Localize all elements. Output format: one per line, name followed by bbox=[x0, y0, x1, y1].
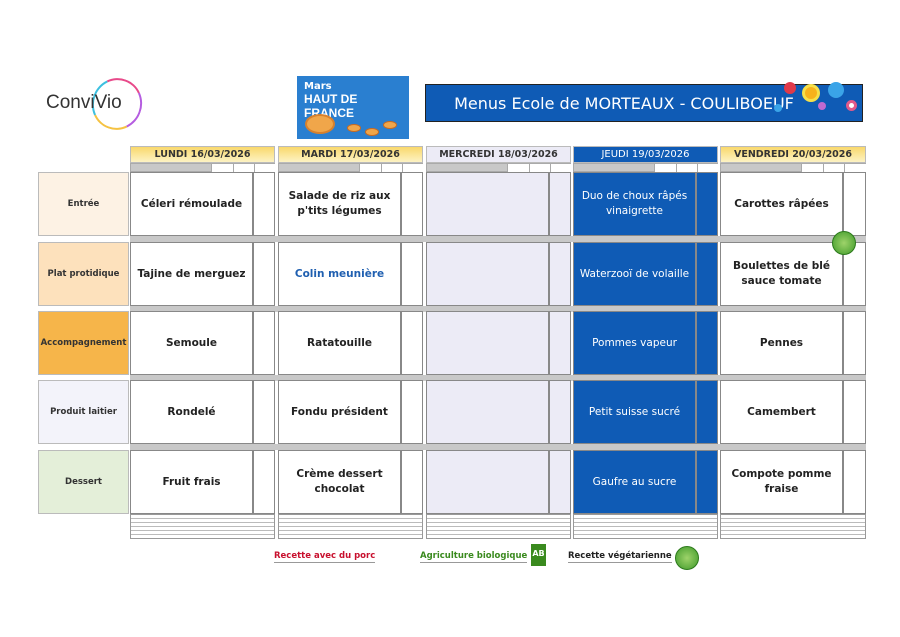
menu-cell: Pennes bbox=[720, 311, 843, 375]
legend-vegetarian: Recette végétarienne bbox=[568, 551, 672, 563]
vegetarian-icon bbox=[832, 231, 856, 255]
day-header-mardi: MARDI 17/03/2026 bbox=[278, 146, 423, 163]
row-label: Dessert bbox=[38, 450, 129, 514]
menu-cell: Camembert bbox=[720, 380, 843, 444]
menu-cell: Ratatouille bbox=[278, 311, 401, 375]
menu-grid: LUNDI 16/03/2026 MARDI 17/03/2026 MERCRE… bbox=[38, 146, 866, 540]
row-separator bbox=[130, 236, 866, 242]
ab-organic-icon: AB bbox=[531, 544, 546, 566]
menu-cell-side bbox=[401, 380, 423, 444]
menu-cell-side bbox=[843, 450, 866, 514]
menu-cell-side bbox=[549, 311, 571, 375]
day-header-vendredi: VENDREDI 20/03/2026 bbox=[720, 146, 866, 163]
menu-cell-side bbox=[696, 450, 718, 514]
menu-cell bbox=[426, 450, 549, 514]
menu-cell-side bbox=[843, 380, 866, 444]
row-separator bbox=[130, 375, 866, 381]
subheader-bar bbox=[278, 163, 423, 172]
menu-cell bbox=[426, 311, 549, 375]
menu-cell-side bbox=[696, 311, 718, 375]
menu-cell: Carottes râpées bbox=[720, 172, 843, 236]
subheader-bar bbox=[130, 163, 275, 172]
menu-cell-side bbox=[696, 380, 718, 444]
logo-text: ConviVio bbox=[46, 92, 122, 113]
row-label: Plat protidique bbox=[38, 242, 129, 306]
menu-cell: Fondu président bbox=[278, 380, 401, 444]
footer-lines bbox=[720, 514, 866, 539]
menu-cell-side bbox=[696, 172, 718, 236]
menu-cell: Waterzooï de volaille bbox=[573, 242, 696, 306]
menu-cell-side bbox=[253, 172, 275, 236]
menu-cell: Duo de choux râpés vinaigrette bbox=[573, 172, 696, 236]
banner-month: Mars bbox=[304, 81, 332, 92]
menu-cell-side bbox=[401, 311, 423, 375]
convivio-logo: ConviVio bbox=[42, 71, 150, 137]
menu-cell-side bbox=[549, 172, 571, 236]
subheader-bar bbox=[426, 163, 571, 172]
tart-illustration bbox=[347, 124, 361, 132]
menu-cell bbox=[426, 380, 549, 444]
footer-lines bbox=[573, 514, 718, 539]
menu-cell: Petit suisse sucré bbox=[573, 380, 696, 444]
menu-cell: Colin meunière bbox=[278, 242, 401, 306]
banner-title: HAUT DE FRANCE bbox=[304, 92, 358, 120]
menu-cell-side bbox=[549, 380, 571, 444]
day-header-mercredi: MERCREDI 18/03/2026 bbox=[426, 146, 571, 163]
menu-cell-side bbox=[843, 172, 866, 236]
footer-lines bbox=[278, 514, 423, 539]
menu-cell-side bbox=[253, 380, 275, 444]
day-header-lundi: LUNDI 16/03/2026 bbox=[130, 146, 275, 163]
tart-illustration bbox=[365, 128, 379, 136]
menu-cell bbox=[426, 242, 549, 306]
row-label: Produit laitier bbox=[38, 380, 129, 444]
menu-cell-side bbox=[253, 450, 275, 514]
menu-cell-side bbox=[253, 242, 275, 306]
menu-cell-side bbox=[696, 242, 718, 306]
row-label: Accompagnement bbox=[38, 311, 129, 375]
footer-lines bbox=[426, 514, 571, 539]
menu-cell: Crème dessert chocolat bbox=[278, 450, 401, 514]
month-banner: Mars HAUT DE FRANCE bbox=[297, 76, 409, 139]
menu-cell: Tajine de merguez bbox=[130, 242, 253, 306]
menu-cell: Pommes vapeur bbox=[573, 311, 696, 375]
menu-cell: Salade de riz aux p'tits légumes bbox=[278, 172, 401, 236]
subheader-bar bbox=[720, 163, 866, 172]
menu-cell-side bbox=[549, 450, 571, 514]
menu-cell-side bbox=[843, 311, 866, 375]
menu-cell bbox=[426, 172, 549, 236]
row-separator bbox=[130, 444, 866, 450]
vegetarian-icon bbox=[675, 546, 699, 570]
menu-cell: Compote pomme fraise bbox=[720, 450, 843, 514]
legend-organic: Agriculture biologique bbox=[420, 551, 528, 563]
row-label: Entrée bbox=[38, 172, 129, 236]
tart-illustration bbox=[383, 121, 397, 129]
pie-illustration bbox=[305, 114, 335, 134]
menu-cell-side bbox=[253, 311, 275, 375]
menu-cell: Rondelé bbox=[130, 380, 253, 444]
menu-cell: Fruit frais bbox=[130, 450, 253, 514]
menu-cell: Semoule bbox=[130, 311, 253, 375]
menu-cell: Gaufre au sucre bbox=[573, 450, 696, 514]
menu-cell-side bbox=[401, 172, 423, 236]
menu-cell-side bbox=[549, 242, 571, 306]
row-separator bbox=[130, 306, 866, 312]
menu-cell: Boulettes de blé sauce tomate bbox=[720, 242, 843, 306]
menu-cell: Céleri rémoulade bbox=[130, 172, 253, 236]
menu-cell-side bbox=[401, 450, 423, 514]
subheader-bar bbox=[573, 163, 718, 172]
flowers-decoration bbox=[770, 80, 865, 135]
day-header-jeudi: JEUDI 19/03/2026 bbox=[573, 146, 718, 163]
menu-cell-side bbox=[401, 242, 423, 306]
footer-lines bbox=[130, 514, 275, 539]
legend-pork: Recette avec du porc bbox=[274, 551, 376, 563]
